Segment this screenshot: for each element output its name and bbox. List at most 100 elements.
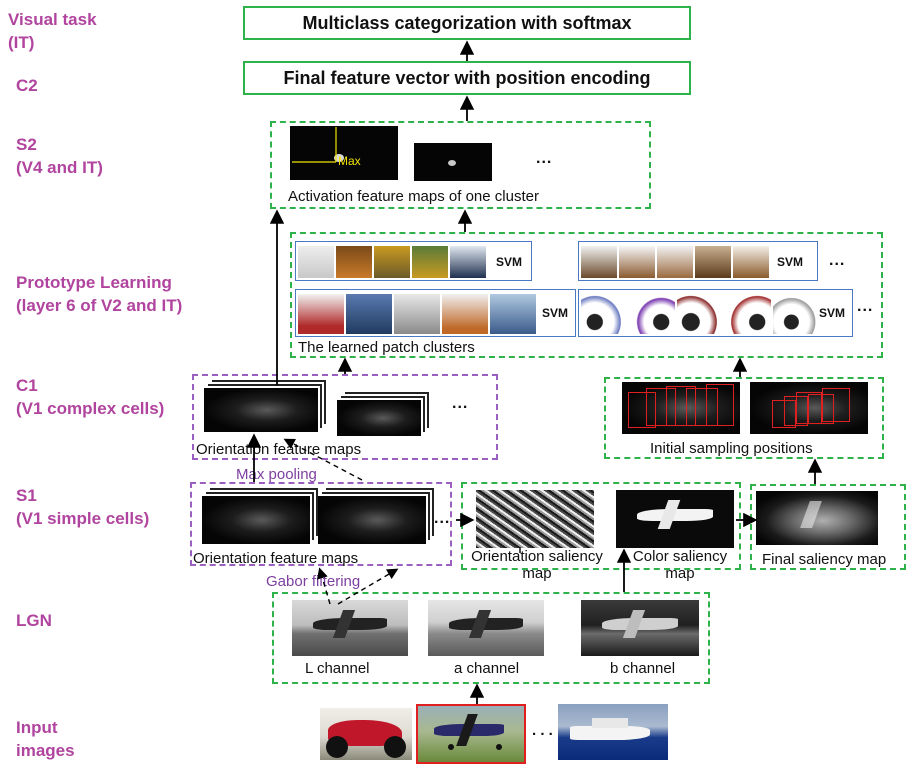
c1-feature-map-2 <box>337 400 421 436</box>
lgn-box <box>272 592 710 684</box>
label-s2-line1: S2 <box>16 135 37 154</box>
gabor-caption: Gabor filtering <box>266 573 361 590</box>
plane-silhouette <box>312 617 388 631</box>
label-c2: C2 <box>16 76 38 95</box>
patch-20 <box>773 294 819 334</box>
label-visual-task-line2: (IT) <box>8 33 35 52</box>
a-channel-image <box>428 600 544 656</box>
patch-cluster-chair: SVM <box>578 241 818 281</box>
label-prototype-line2: (layer 6 of V2 and IT) <box>16 296 183 315</box>
activation-map-2 <box>414 143 492 181</box>
softmax-box: Multiclass categorization with softmax <box>243 6 691 40</box>
plane-silhouette <box>448 617 524 631</box>
s2-box <box>270 121 651 209</box>
input-ellipsis: . . . <box>532 722 553 739</box>
patch-8 <box>657 246 693 278</box>
orientation-saliency-image <box>476 490 594 548</box>
l-channel-image <box>292 600 408 656</box>
color-saliency-image <box>616 490 734 548</box>
label-s1-line2: (V1 simple cells) <box>16 509 150 528</box>
dashed-arrow-gabor-2 <box>337 568 399 605</box>
a-channel-caption: a channel <box>454 660 520 677</box>
plane-silhouette <box>602 617 678 631</box>
c1-ellipsis: ... <box>452 395 469 412</box>
motorbike-ellipsis: ... <box>857 298 874 315</box>
final-saliency-caption: Final saliency map <box>762 551 887 568</box>
label-s2: S2 (V4 and IT) <box>16 133 103 179</box>
chair-ellipsis: ... <box>829 252 846 269</box>
s1-feature-map-1 <box>202 496 310 544</box>
label-visual-task-line1: Visual task <box>8 10 97 29</box>
plane-silhouette <box>637 508 713 522</box>
patch-cluster-motorbike: SVM <box>578 289 853 337</box>
patch-9 <box>695 246 731 278</box>
svm-label: SVM <box>542 306 569 320</box>
orientation-saliency-line2: map <box>522 565 552 582</box>
svm-label: SVM <box>819 306 846 320</box>
activation-map-1 <box>290 126 398 180</box>
patch-10 <box>733 246 769 278</box>
orientation-saliency-line1: Orientation saliency <box>471 548 603 565</box>
feature-vector-text: Final feature vector with position encod… <box>283 67 651 88</box>
label-prototype-line1: Prototype Learning <box>16 273 172 292</box>
color-saliency-caption: Color saliency map <box>617 548 743 582</box>
label-c1-line2: (V1 complex cells) <box>16 399 165 418</box>
patch-16 <box>581 294 627 334</box>
l-channel-caption: L channel <box>305 660 370 677</box>
patch-6 <box>581 246 617 278</box>
sampling-map-1 <box>622 382 740 434</box>
patch-clusters-caption: The learned patch clusters <box>298 339 475 356</box>
input-image-motorbike <box>320 708 412 760</box>
label-visual-task: Visual task (IT) <box>8 8 97 54</box>
patch-14 <box>442 294 488 334</box>
c1-box <box>192 374 498 460</box>
sampling-map-2 <box>750 382 868 434</box>
svm-label: SVM <box>777 255 804 269</box>
patch-13 <box>394 294 440 334</box>
c1-feature-map-1 <box>204 388 318 432</box>
dashed-arrow-gabor-1 <box>316 567 331 605</box>
patch-18 <box>677 294 723 334</box>
initial-sampling-caption: Initial sampling positions <box>650 440 813 457</box>
final-saliency-image <box>756 491 878 545</box>
activation-maps-caption: Activation feature maps of one cluster <box>288 188 539 205</box>
s1-box <box>190 482 452 566</box>
s2-ellipsis: ... <box>536 150 553 167</box>
label-input-line2: images <box>16 741 75 760</box>
color-saliency-line1: Color saliency <box>632 548 728 565</box>
label-c1-line1: C1 <box>16 376 38 395</box>
label-lgn: LGN <box>16 611 52 630</box>
patch-17 <box>629 294 675 334</box>
input-image-airplane <box>416 704 526 764</box>
label-s1: S1 (V1 simple cells) <box>16 484 149 530</box>
b-channel-image <box>581 600 699 656</box>
s1-orientation-caption: Orientation feature maps <box>193 550 359 567</box>
patch-7 <box>619 246 655 278</box>
orientation-saliency-caption: Orientation saliency map <box>462 548 612 582</box>
prototype-box <box>290 232 883 358</box>
label-prototype: Prototype Learning (layer 6 of V2 and IT… <box>16 271 182 317</box>
label-input: Input images <box>16 716 75 762</box>
patch-4 <box>412 246 448 278</box>
svm-label: SVM <box>496 255 523 269</box>
sampling-box <box>604 377 884 459</box>
c1-orientation-caption: Orientation feature maps <box>196 441 362 458</box>
patch-5 <box>450 246 486 278</box>
label-s1-line1: S1 <box>16 486 37 505</box>
max-pooling-caption: Max pooling <box>236 466 317 483</box>
dashed-arrow-pooling <box>283 438 363 481</box>
s1-feature-map-2 <box>318 496 426 544</box>
s1-ellipsis: ... <box>434 510 451 527</box>
feature-vector-box: Final feature vector with position encod… <box>243 61 691 95</box>
patch-cluster-airplane-2: SVM <box>295 289 576 337</box>
patch-3 <box>374 246 410 278</box>
softmax-text: Multiclass categorization with softmax <box>302 12 632 33</box>
patch-15 <box>490 294 536 334</box>
b-channel-caption: b channel <box>610 660 676 677</box>
color-saliency-line2: map <box>665 565 695 582</box>
label-c1: C1 (V1 complex cells) <box>16 374 164 420</box>
patch-19 <box>725 294 771 334</box>
label-s2-line2: (V4 and IT) <box>16 158 103 177</box>
patch-cluster-airplane-1: SVM <box>295 241 532 281</box>
